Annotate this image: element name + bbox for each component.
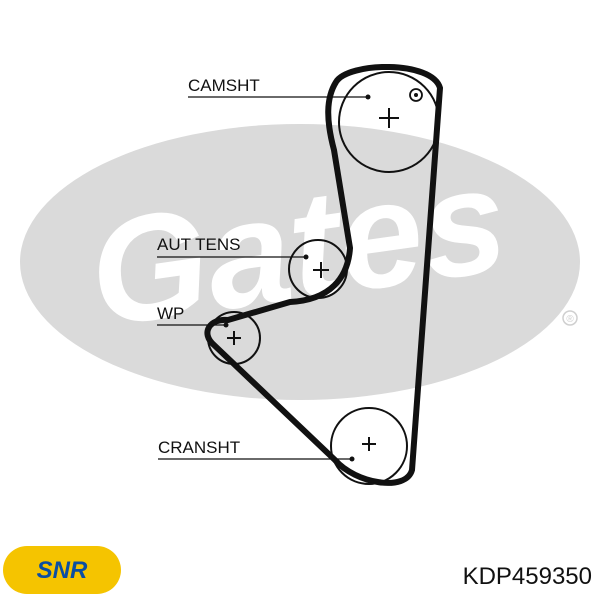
crankshaft-leader-dot	[349, 456, 355, 462]
camshaft-label: CAMSHT	[188, 76, 260, 95]
water-pump-label: WP	[157, 304, 184, 323]
gates-watermark: Gates ®	[20, 124, 580, 400]
camshaft-timing-dot	[414, 93, 418, 97]
tensioner-leader-dot	[303, 254, 309, 260]
crankshaft-pulley-circle	[330, 407, 408, 485]
watermark-ellipse	[20, 124, 580, 400]
snr-logo-text: SNR	[37, 557, 88, 584]
tensioner-label: AUT TENS	[157, 235, 240, 254]
labels: CAMSHT AUT TENS WP CRANSHT	[157, 76, 371, 462]
crankshaft-label: CRANSHT	[158, 438, 240, 457]
tensioner-pulley-circle	[288, 239, 348, 299]
camshaft-timing-mark	[409, 88, 423, 102]
snr-logo: SNR	[3, 546, 121, 594]
tensioner-pulley	[288, 239, 348, 299]
water-pump-pulley	[207, 311, 261, 365]
snr-logo-badge	[3, 546, 121, 594]
part-number: KDP459350	[463, 563, 592, 590]
registered-mark: ®	[566, 314, 574, 325]
registered-mark-ring	[562, 310, 578, 326]
water-pump-leader-dot	[223, 322, 229, 328]
water-pump-pulley-circle	[207, 311, 261, 365]
camshaft-leader-dot	[365, 94, 371, 100]
camshaft-pulley	[338, 71, 440, 173]
camshaft-pulley-circle	[338, 71, 440, 173]
crankshaft-pulley	[330, 407, 408, 485]
